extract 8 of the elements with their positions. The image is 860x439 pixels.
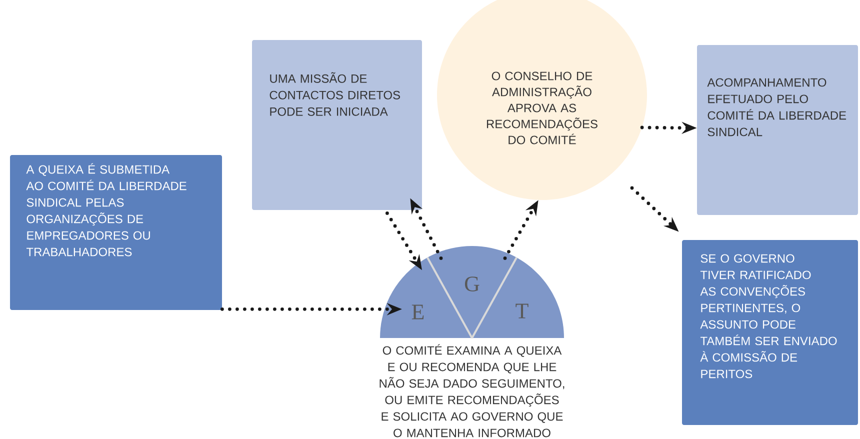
government-box: SE O GOVERNO TIVER RATIFICADO AS CONVENÇÕES PERTINENTES, O ASSUNTO PODE TAMBÉM SER ENVIADO À COMISSÃO DE PERITOS	[682, 240, 858, 425]
mission-box: UMA MISSÃO DE CONTACTOS DIRETOS PODE SER INICIADA	[252, 40, 422, 210]
caption-text: O COMITÉ EXAMINA A QUEIXA E OU RECOMENDA QUE LHE NÃO SEJA DADO SEGUIMENTO, OU EMITE RECOMENDAÇÕES E SOLICITA AO GOVERNO QUE O MANTENHA INFORMADO	[380, 344, 564, 438]
segment-letter: G	[464, 276, 480, 292]
segment-letter: T	[516, 304, 528, 318]
segment-letter: E	[412, 304, 424, 320]
complaint-box: A QUEIXA É SUBMETIDA AO COMITÉ DA LIBERDADE SINDICAL PELAS ORGANIZAÇÕES DE EMPREGADORES OU TRABALHADORES	[10, 155, 222, 310]
follow-up-box: ACOMPANHAMENTO EFETUADO PELO COMITÉ DA LIBERDADE SINDICAL	[697, 45, 858, 215]
